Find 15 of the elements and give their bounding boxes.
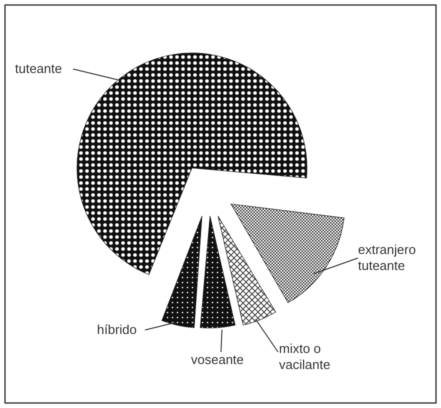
leader-line (144, 322, 176, 330)
slice-label: voseante (191, 352, 251, 368)
slice-label: híbrido (97, 322, 147, 338)
pie-slice (76, 52, 308, 275)
leader-line (220, 329, 222, 352)
slice-label: tuteante (15, 61, 75, 77)
slice-label: mixto o vacilante (279, 341, 351, 373)
leader-line (313, 258, 358, 274)
pie-slice (230, 204, 344, 304)
pie-slice (162, 216, 202, 328)
leader-line (72, 68, 119, 80)
leader-line (255, 318, 278, 352)
pie-slice (200, 216, 236, 328)
slice-label: extranjero tuteante (358, 242, 438, 274)
pie-slice (218, 216, 276, 326)
